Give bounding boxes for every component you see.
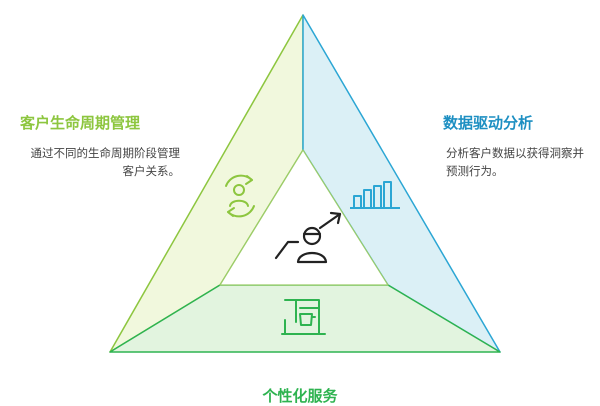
customer-lifecycle-description: 通过不同的生命周期阶段管理客户关系。 bbox=[30, 146, 181, 178]
coffee-machine-icon bbox=[281, 299, 326, 335]
customer-lifecycle-title: 客户生命周期管理 bbox=[20, 114, 141, 132]
center-face bbox=[219, 149, 389, 286]
personalized-service-title: 个性化服务 bbox=[262, 387, 338, 405]
bar-chart-icon bbox=[350, 181, 400, 209]
person-growth-icon bbox=[274, 211, 342, 264]
customer-lifecycle-icon bbox=[225, 174, 255, 218]
data-driven-analysis-description: 分析客户数据以获得洞察并预测行为。 bbox=[446, 146, 584, 178]
data-driven-analysis-title: 数据驱动分析 bbox=[443, 114, 534, 132]
